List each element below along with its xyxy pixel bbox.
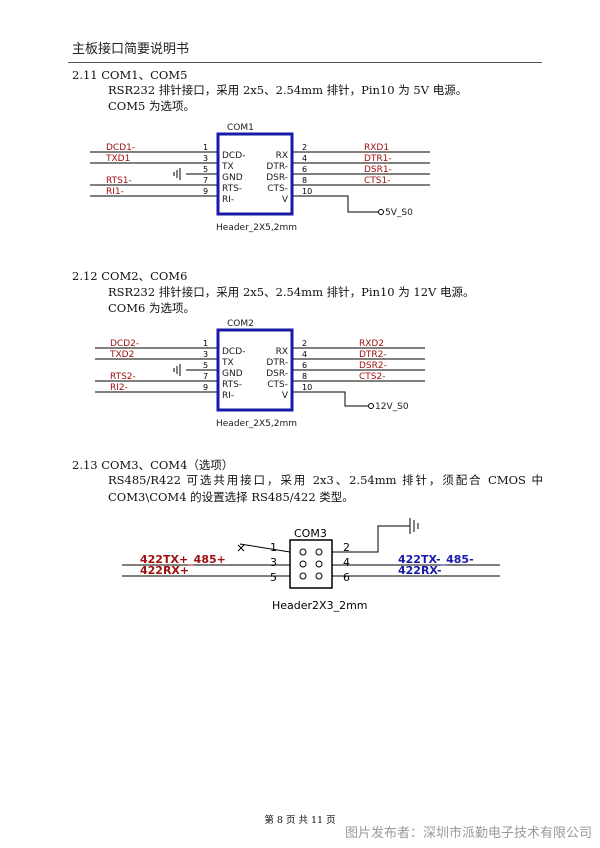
pin-number: 3 — [270, 556, 277, 569]
pin-signal: V — [282, 195, 289, 205]
pin-signal: DTR- — [266, 162, 288, 172]
net-label: DCD2- — [110, 339, 139, 349]
net-label: 422TX-_485- — [398, 553, 474, 566]
pin-signal: GND — [222, 369, 243, 379]
pin-number: 4 — [343, 556, 350, 569]
pin-signal: CTS- — [267, 184, 288, 194]
footprint-label: Header2X3_2mm — [272, 599, 368, 612]
net-label: 422RX+ — [140, 564, 189, 577]
pin-number: 3 — [203, 350, 208, 359]
pin-number: 6 — [343, 571, 350, 584]
section-heading: 2.12 COM2、COM6 — [72, 269, 188, 283]
pin-number: 10 — [302, 383, 312, 392]
pin-number: 4 — [302, 154, 307, 163]
net-label: DCD1- — [106, 143, 135, 153]
page-number: 第 8 页 共 11 页 — [264, 815, 336, 826]
section-heading: 2.11 COM1、COM5 — [72, 68, 188, 82]
pin-number: 3 — [203, 154, 208, 163]
component-ref: COM3 — [294, 527, 327, 540]
pin-number: 6 — [302, 361, 307, 370]
pin-signal: CTS- — [267, 380, 288, 390]
watermark: 图片发布者：深圳市派勤电子技术有限公司 — [344, 826, 592, 841]
pin-signal: RTS- — [222, 380, 242, 390]
net-label: RXD1 — [364, 143, 389, 153]
pin-number: 2 — [343, 541, 350, 554]
com3-schematic: 422TX+_485+ 422RX+ 422TX-_485- 422RX- 1 … — [122, 518, 500, 612]
power-net-label: 5V_S0 — [385, 208, 413, 218]
footprint-label: Header_2X5,2mm — [216, 419, 297, 429]
net-label: RTS2- — [110, 372, 136, 382]
pin-number: 4 — [302, 350, 307, 359]
pin-signal: RI- — [222, 195, 234, 205]
section-text: COM5 为选项。 — [108, 99, 195, 113]
pin-number: 7 — [203, 176, 208, 185]
net-label: DSR1- — [364, 165, 392, 175]
pin-number: 9 — [203, 187, 208, 196]
pin-number: 5 — [203, 165, 208, 174]
net-label: 422RX- — [398, 564, 442, 577]
section-text: COM3\COM4 的设置选择 RS485/422 类型。 — [108, 490, 354, 504]
pin-number: 10 — [302, 187, 312, 196]
pin-signal: V — [282, 391, 289, 401]
pin-number: 1 — [203, 143, 208, 152]
section-text: RS485/R422 可选共用接口，采用 2x3、2.54mm 排针，须配合 C… — [108, 473, 543, 487]
section-text: RSR232 排针接口，采用 2x5、2.54mm 排针，Pin10 为 5V … — [108, 83, 468, 97]
pin-signal: RI- — [222, 391, 234, 401]
pin-signal: TX — [221, 358, 234, 368]
pin-number: 5 — [270, 571, 277, 584]
pin-number: 1 — [203, 339, 208, 348]
section-text: RSR232 排针接口，采用 2x5、2.54mm 排针，Pin10 为 12V… — [108, 285, 475, 299]
pin-number: 2 — [302, 339, 307, 348]
net-label: RI1- — [106, 187, 124, 197]
pin-signal: DCD- — [222, 347, 245, 357]
page-header: 主板接口简要说明书 — [72, 42, 190, 57]
pin-number: 8 — [302, 372, 307, 381]
pin-number: 2 — [302, 143, 307, 152]
pin-number: 7 — [203, 372, 208, 381]
net-label: RTS1- — [106, 176, 132, 186]
com2-schematic: DCD2- TXD2 RTS2- RI2- RXD2 DTR2- DSR2- C… — [95, 319, 425, 429]
pin-signal: DSR- — [266, 369, 288, 379]
pin-signal: DTR- — [266, 358, 288, 368]
pin-signal: RTS- — [222, 184, 242, 194]
net-label: RI2- — [110, 383, 128, 393]
power-net-label: 12V_S0 — [375, 402, 409, 412]
footprint-label: Header_2X5,2mm — [216, 223, 297, 233]
pin-number: 6 — [302, 165, 307, 174]
pin-signal: RX — [276, 347, 288, 357]
net-label: CTS1- — [364, 176, 390, 186]
pin-signal: TX — [221, 162, 234, 172]
header-rule — [68, 62, 542, 63]
pin-signal: DCD- — [222, 151, 245, 161]
pin-number: 8 — [302, 176, 307, 185]
net-label: CTS2- — [359, 372, 385, 382]
net-label: RXD2 — [359, 339, 384, 349]
pin-signal: DSR- — [266, 173, 288, 183]
pin-signal: RX — [276, 151, 288, 161]
net-label: TXD1 — [105, 154, 130, 164]
net-label: TXD2 — [109, 350, 134, 360]
pin-signal: GND — [222, 173, 243, 183]
section-text: COM6 为选项。 — [108, 301, 195, 315]
com1-schematic: DCD1- TXD1 RTS1- RI1- RXD1 DTR1- DSR1- C… — [90, 123, 430, 233]
pin-number: 9 — [203, 383, 208, 392]
net-label: DTR2- — [359, 350, 387, 360]
component-ref: COM1 — [227, 123, 254, 133]
component-ref: COM2 — [227, 319, 254, 329]
pin-number: 5 — [203, 361, 208, 370]
net-label: DTR1- — [364, 154, 392, 164]
net-label: 422TX+_485+ — [140, 553, 226, 566]
pin-number: 1 — [270, 541, 277, 554]
section-heading: 2.13 COM3、COM4（选项） — [72, 458, 234, 472]
net-label: DSR2- — [359, 361, 387, 371]
